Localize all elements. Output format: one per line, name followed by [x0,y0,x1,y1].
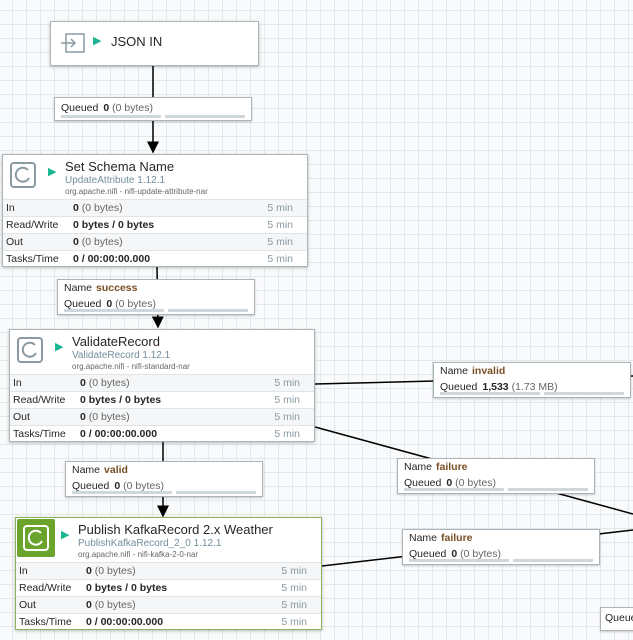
input-port-json-in[interactable]: ▶ JSON IN [50,21,259,66]
processor-publish-kafkarecord[interactable]: ▶ Publish KafkaRecord 2.x Weather Publis… [15,517,322,630]
play-icon: ▶ [93,35,102,47]
processor-name: ValidateRecord [72,334,160,349]
play-icon: ▶ [48,166,57,178]
connection-label-partial[interactable]: Queue [600,607,633,631]
processor-name: Publish KafkaRecord 2.x Weather [78,522,273,537]
processor-name: Set Schema Name [65,159,175,174]
processor-icon [4,156,42,194]
play-icon: ▶ [55,341,64,353]
processor-type: ValidateRecord 1.12.1 [72,350,171,361]
processor-bundle: org.apache.nifi - nifi-update-attribute-… [65,187,208,196]
play-icon: ▶ [61,529,70,541]
processor-bundle: org.apache.nifi - nifi-kafka-2-0-nar [78,550,199,559]
processor-validaterecord[interactable]: ▶ ValidateRecord ValidateRecord 1.12.1 o… [9,329,315,442]
processor-type: UpdateAttribute 1.12.1 [65,175,166,186]
processor-bundle: org.apache.nifi - nifi-standard-nar [72,362,190,371]
input-port-name: JSON IN [111,34,163,49]
processor-icon [11,331,49,369]
processor-type: PublishKafkaRecord_2_0 1.12.1 [78,538,222,549]
input-port-icon [57,32,89,58]
processor-icon [17,519,55,557]
processor-set-schema-name[interactable]: ▶ Set Schema Name UpdateAttribute 1.12.1… [2,154,308,267]
